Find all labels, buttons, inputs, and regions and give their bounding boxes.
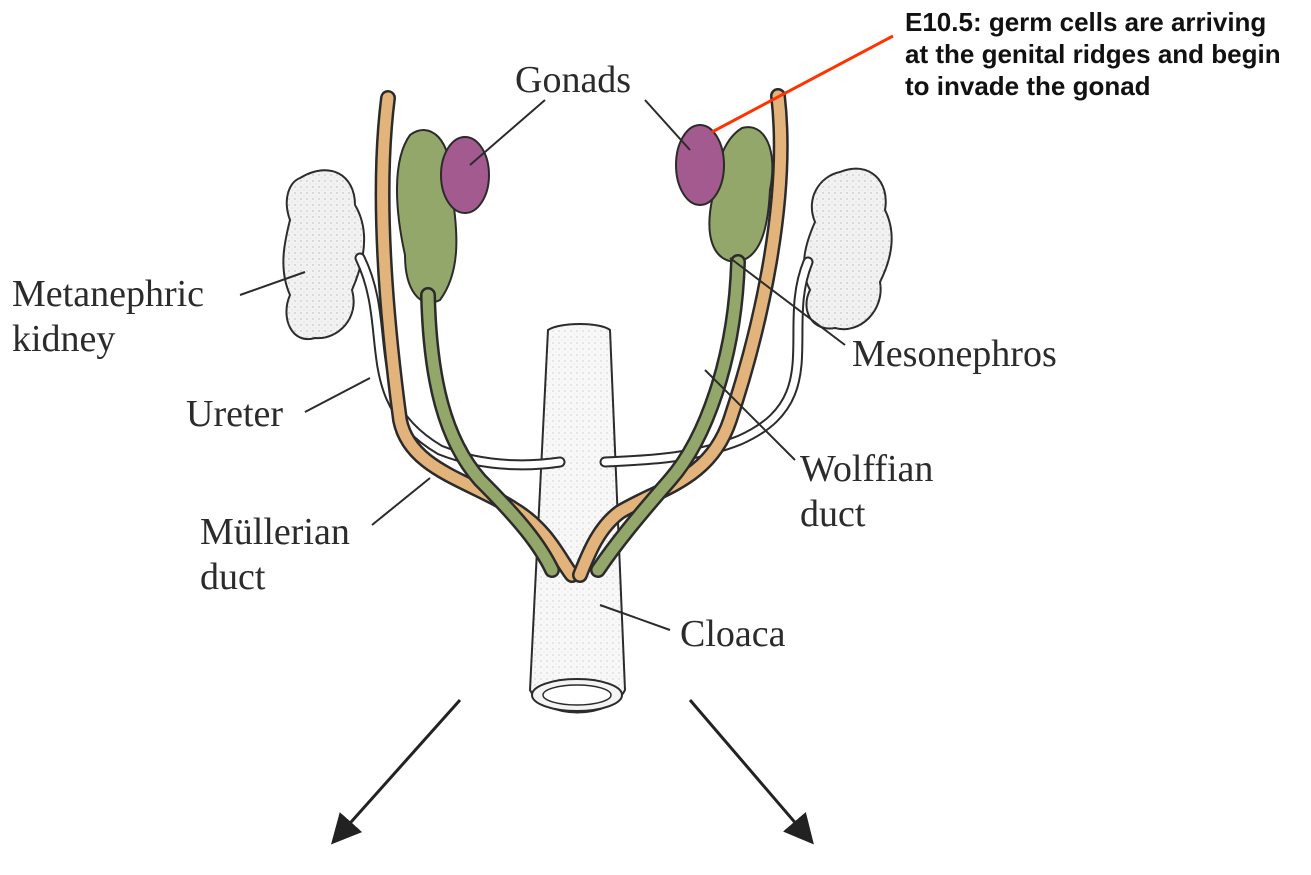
gonad-right [676, 125, 724, 205]
label-cloaca: Cloaca [680, 612, 786, 657]
annotation-line-1: E10.5: germ cells are arriving [905, 6, 1281, 38]
label-wolffian-duct: Wolffian duct [800, 447, 933, 537]
arrow-left [335, 700, 460, 840]
label-mesonephros: Mesonephros [852, 332, 1057, 377]
annotation-note: E10.5: germ cells are arriving at the ge… [905, 6, 1281, 102]
label-mullerian-duct-line1: Müllerian [200, 510, 350, 555]
label-mullerian-duct: Müllerian duct [200, 510, 350, 600]
label-wolffian-duct-line2: duct [800, 492, 933, 537]
annotation-line-3: to invade the gonad [905, 70, 1281, 102]
label-gonads: Gonads [515, 58, 631, 103]
annotation-line-2: at the genital ridges and begin [905, 38, 1281, 70]
arrow-right [690, 700, 810, 840]
label-wolffian-duct-line1: Wolffian [800, 447, 933, 492]
metanephric-kidney-right [804, 169, 892, 330]
label-metanephric-kidney: Metanephric kidney [12, 272, 204, 362]
gonad-left [441, 137, 489, 213]
label-mullerian-duct-line2: duct [200, 555, 350, 600]
label-metanephric-kidney-line2: kidney [12, 317, 204, 362]
label-ureter: Ureter [186, 392, 283, 437]
annotation-pointer-line [712, 36, 893, 132]
metanephric-kidney-left [283, 170, 364, 339]
label-metanephric-kidney-line1: Metanephric [12, 272, 204, 317]
